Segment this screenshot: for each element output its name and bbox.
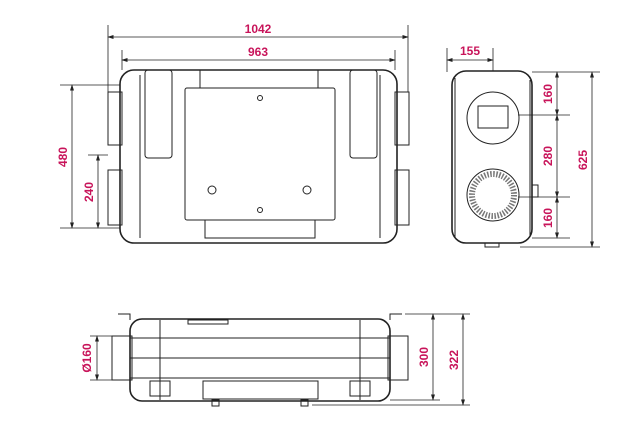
dim-label-160-top: 160	[541, 84, 555, 104]
dim-label-240: 240	[82, 182, 96, 202]
bottom-view: Ø160 300 322	[80, 313, 470, 407]
dim-label-d160: Ø160	[80, 343, 94, 373]
dim-label-155: 155	[460, 44, 480, 58]
dim-label-1042: 1042	[245, 22, 272, 36]
dim-label-160-bottom: 160	[541, 208, 555, 228]
dim-label-480: 480	[56, 147, 70, 167]
side-view: 155 160 280 160 625	[446, 44, 600, 248]
dim-label-625: 625	[576, 150, 590, 170]
dim-label-300: 300	[417, 347, 431, 367]
dim-label-322: 322	[447, 350, 461, 370]
front-view: 1042 963 480 240	[56, 22, 410, 244]
dim-label-963: 963	[248, 45, 268, 59]
dim-label-280: 280	[541, 146, 555, 166]
